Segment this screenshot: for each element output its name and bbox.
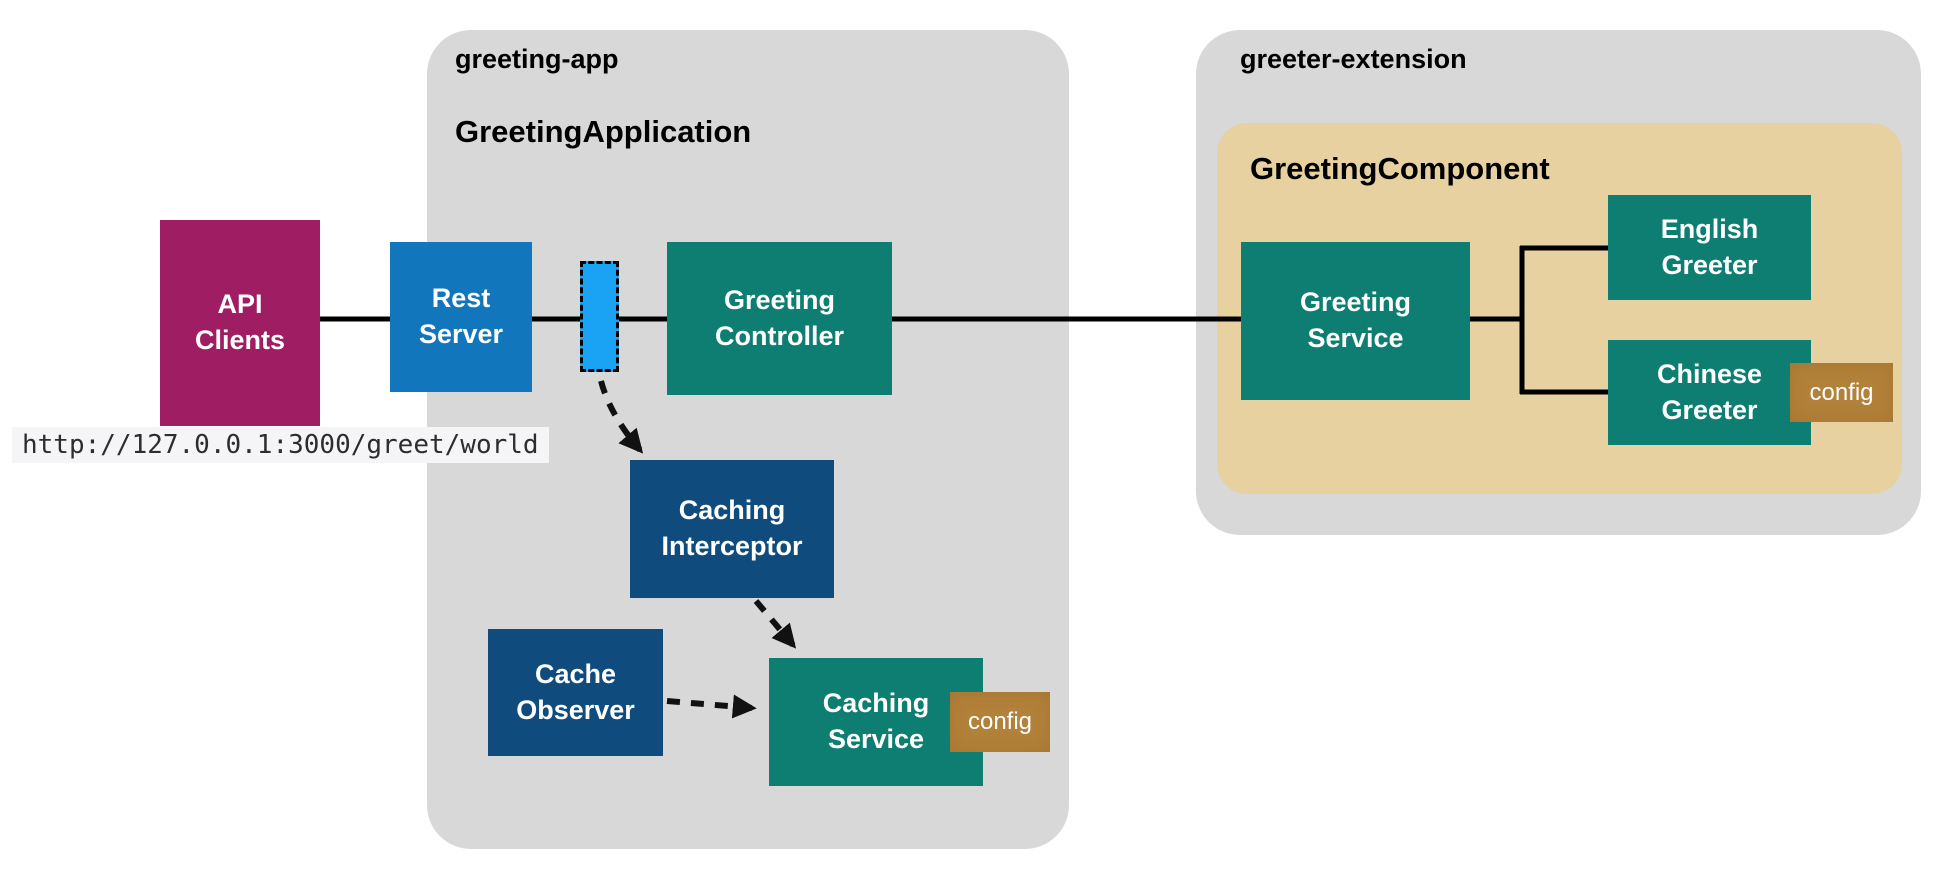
arrow-interceptor-to-caching-service: [753, 599, 797, 649]
node-cache-observer: Cache Observer: [488, 629, 663, 756]
node-chinese-greeter: Chinese Greeter: [1608, 340, 1811, 445]
node-label: Cache Observer: [516, 658, 635, 725]
config-badge-label: config: [1809, 378, 1874, 406]
arrow-marker-to-interceptor: [598, 380, 644, 454]
request-url-text: http://127.0.0.1:3000/greet/world: [22, 430, 539, 460]
node-greeting-controller: Greeting Controller: [667, 242, 892, 395]
node-rest-server: Rest Server: [390, 242, 532, 392]
node-english-greeter: English Greeter: [1608, 195, 1811, 300]
node-api-clients: API Clients: [160, 220, 320, 426]
node-label: Rest Server: [418, 283, 504, 349]
node-label: API Clients: [194, 289, 286, 355]
config-badge-label: config: [967, 708, 1033, 735]
greeting-component-title: GreetingComponent: [1250, 151, 1550, 186]
arrow-observer-to-caching-service: [666, 694, 757, 719]
node-label: Greeting Controller: [714, 284, 844, 351]
node-label: Caching Interceptor: [661, 495, 803, 561]
node-caching-service: Caching Service: [769, 658, 983, 786]
node-label: English Greeter: [1660, 213, 1759, 280]
greeting-app-label: greeting-app: [455, 44, 619, 74]
greeting-application-title: GreetingApplication: [455, 114, 752, 149]
greeter-extension-label: greeter-extension: [1240, 44, 1467, 74]
config-badge-caching-service: config: [950, 692, 1050, 752]
node-greeting-service: Greeting Service: [1241, 242, 1470, 400]
node-label: Chinese Greeter: [1656, 358, 1763, 425]
config-badge-chinese-greeter: config: [1790, 363, 1893, 422]
node-caching-interceptor: Caching Interceptor: [630, 460, 834, 598]
node-label: Caching Service: [822, 688, 930, 754]
interceptor-insertion-marker: [580, 261, 619, 372]
node-label: Greeting Service: [1299, 287, 1412, 353]
request-url-pill: http://127.0.0.1:3000/greet/world: [12, 427, 549, 463]
